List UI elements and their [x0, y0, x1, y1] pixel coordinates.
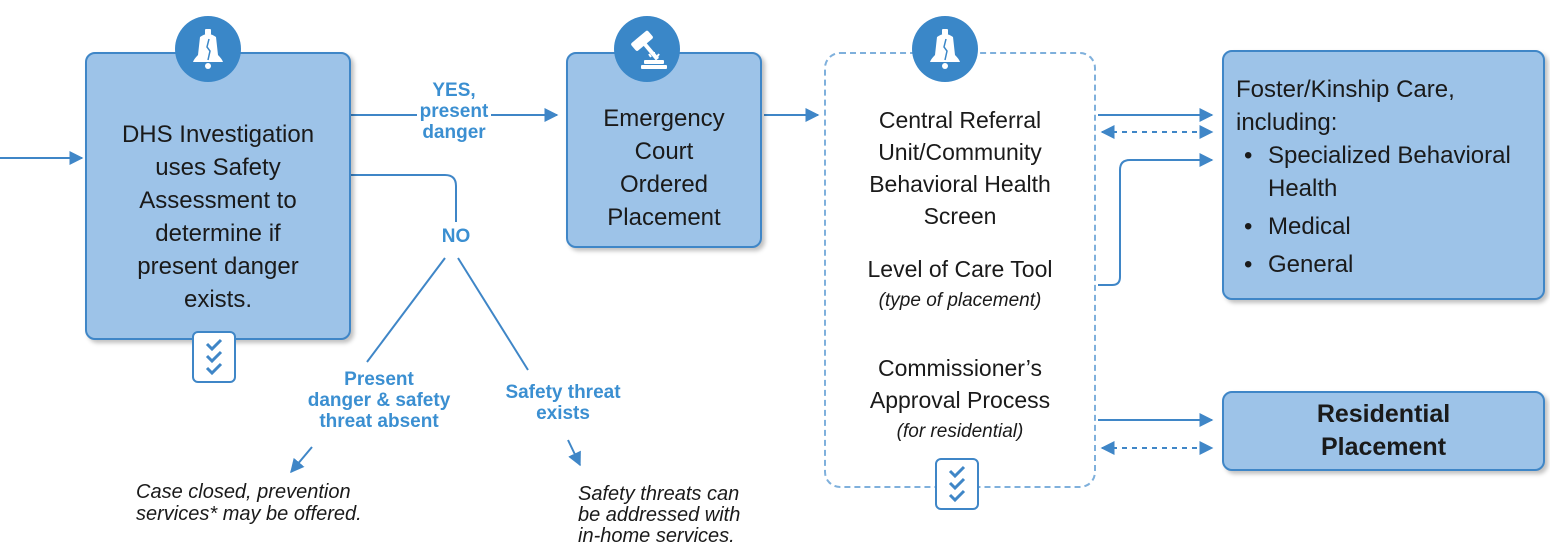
foster-title-line: including: [1236, 109, 1338, 136]
checklist-icon [192, 331, 236, 383]
referral-line: Central Referral [878, 107, 1042, 133]
investigation-line: DHS Investigation [121, 121, 315, 148]
note-line: Safety threats can [578, 483, 740, 505]
level-of-care-text: Level of Care Tool (type of placement) [824, 253, 1096, 317]
emergency-court-text: Emergency Court Ordered Placement [566, 102, 762, 234]
threat-label: Safety threat exists [478, 382, 648, 424]
foster-care-list: Specialized Behavioral Health Medical Ge… [1236, 139, 1542, 281]
yes-label-line: YES, [432, 80, 476, 101]
residential-line: Placement [1320, 433, 1447, 461]
residential-placement-box [1222, 391, 1545, 471]
referral-screen-text: Central Referral Unit/Community Behavior… [824, 104, 1096, 232]
approval-process-text: Commissioner’s Approval Process (for res… [824, 352, 1096, 448]
checklist-icon [935, 458, 979, 510]
central-referral-box [824, 52, 1096, 488]
liberty-bell-icon [912, 16, 978, 82]
court-line: Court [634, 138, 694, 165]
threat-arrow [567, 439, 581, 467]
note-line: in-home services. [578, 525, 735, 547]
absent-branch-line [366, 257, 446, 363]
approval-line: Approval Process [869, 387, 1051, 413]
gavel-icon [614, 16, 680, 82]
foster-title-line: Foster/Kinship Care, [1236, 76, 1455, 103]
yes-label-line: danger [422, 122, 486, 143]
no-branch-line [350, 174, 457, 222]
court-line: Placement [607, 204, 721, 231]
absent-label-line: danger & safety [307, 390, 451, 411]
level-of-care-title: Level of Care Tool [867, 256, 1053, 282]
threats-note: Safety threats can be addressed with in-… [578, 484, 818, 547]
note-line: services* may be offered. [136, 503, 362, 525]
yes-label-line: present [416, 101, 492, 122]
dhs-investigation-text: DHS Investigation uses Safety Assessment… [85, 118, 351, 316]
threat-label-line: Safety threat [505, 382, 621, 403]
approval-subtitle: (for residential) [896, 421, 1024, 442]
residential-placement-text: Residential Placement [1222, 398, 1545, 464]
threat-branch-line [457, 257, 529, 371]
case-closed-note: Case closed, prevention services* may be… [136, 481, 436, 525]
note-line: Case closed, prevention [136, 481, 351, 503]
absent-arrow [290, 446, 313, 474]
foster-care-item: Specialized Behavioral Health [1236, 139, 1542, 205]
residential-line: Residential [1316, 400, 1451, 428]
approval-line: Commissioner’s [877, 355, 1043, 381]
note-line: be addressed with [578, 504, 741, 526]
loc-to-foster-arrow [1098, 153, 1214, 286]
investigation-line: Assessment to [139, 187, 297, 214]
referral-line: Unit/Community [878, 139, 1042, 165]
absent-label-line: Present [344, 369, 414, 390]
foster-care-item: General [1236, 248, 1542, 281]
referral-line: Behavioral Health [869, 171, 1051, 197]
investigation-line: determine if [155, 220, 281, 247]
court-line: Ordered [619, 171, 709, 198]
no-label: NO [430, 226, 482, 247]
foster-care-item: Medical [1236, 210, 1542, 243]
court-line: Emergency [603, 105, 725, 132]
level-of-care-subtitle: (type of placement) [878, 290, 1042, 311]
absent-label-line: threat absent [319, 411, 439, 432]
yes-label: YES, present danger [398, 80, 510, 143]
foster-kinship-text: Foster/Kinship Care, including: Speciali… [1236, 73, 1542, 281]
absent-label: Present danger & safety threat absent [296, 369, 462, 432]
threat-label-line: exists [536, 403, 590, 424]
liberty-bell-icon [175, 16, 241, 82]
referral-line: Screen [923, 203, 997, 229]
dhs-investigation-box [85, 52, 351, 340]
investigation-line: exists. [183, 286, 252, 313]
investigation-line: present danger [137, 253, 299, 280]
investigation-line: uses Safety [155, 154, 281, 181]
